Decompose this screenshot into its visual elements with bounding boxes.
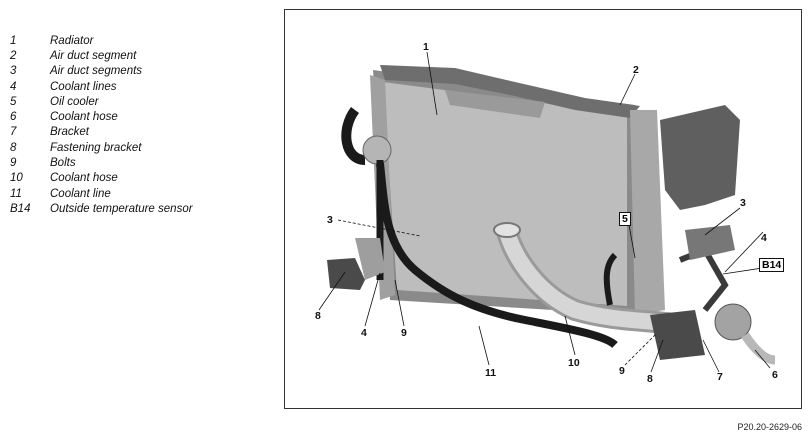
- callout-3-right: 3: [740, 197, 746, 209]
- callout-4-left: 4: [361, 327, 367, 339]
- leader-lines: [318, 51, 771, 373]
- legend-text: Coolant hose: [50, 172, 118, 185]
- legend-item: 4 Coolant lines: [10, 79, 193, 94]
- callout-4-right: 4: [761, 232, 767, 244]
- legend-number: B14: [10, 202, 31, 215]
- legend-item: 8 Fastening bracket: [10, 140, 193, 155]
- callout-5: 5: [619, 212, 631, 226]
- legend-text: Radiator: [50, 34, 94, 47]
- legend-item: 1 Radiator: [10, 33, 193, 48]
- legend-item: 2 Air duct segment: [10, 48, 193, 63]
- coolant-line-black: [373, 139, 618, 349]
- legend-item: 10 Coolant hose: [10, 171, 193, 186]
- legend-list: 1 Radiator 2 Air duct segment 3 Air duct se…: [10, 33, 193, 217]
- callout-6: 6: [772, 369, 778, 381]
- legend-item: 6 Coolant hose: [10, 109, 193, 124]
- oil-cooler-hose: [603, 252, 618, 306]
- legend-text: Bolts: [50, 157, 76, 170]
- hose-connector: [362, 135, 392, 165]
- callout-11: 11: [485, 367, 496, 379]
- legend-text: Coolant hose: [50, 111, 118, 124]
- callout-10: 10: [568, 357, 580, 369]
- legend-number: 11: [10, 187, 22, 200]
- legend-item: 11 Coolant line: [10, 186, 193, 201]
- legend-number: 7: [10, 126, 17, 139]
- legend-number: 10: [10, 172, 23, 185]
- callout-2: 2: [633, 64, 639, 76]
- coolant-pump-housing: [714, 303, 752, 341]
- legend-number: 4: [10, 80, 17, 93]
- legend-text: Air duct segments: [50, 65, 143, 78]
- callout-9-right: 9: [619, 365, 625, 377]
- callout-1: 1: [423, 41, 429, 53]
- callout-7: 7: [717, 371, 723, 383]
- coolant-lines-right: [678, 246, 729, 312]
- callout-9-left: 9: [401, 327, 407, 339]
- air-duct-segment-right: [685, 225, 735, 260]
- legend-text: Air duct segment: [50, 49, 137, 62]
- legend-text: Bracket: [50, 126, 89, 139]
- air-duct-segment: [380, 65, 640, 118]
- legend-number: 6: [10, 111, 17, 124]
- legend-number: 1: [10, 34, 17, 47]
- legend-item: 5 Oil cooler: [10, 94, 193, 109]
- legend-number: 5: [10, 95, 17, 108]
- air-duct-center: [445, 90, 545, 118]
- callout-b14: B14: [759, 258, 785, 272]
- air-duct-wing: [660, 105, 740, 210]
- legend-item: 7 Bracket: [10, 125, 193, 140]
- callout-8-right: 8: [647, 373, 653, 385]
- radiator-illustration: 1 2 3 3 8 4 9 11 10 9 8 7 6 4: [315, 41, 778, 385]
- figure-code: P20.20-2629-06: [737, 422, 802, 432]
- callout-3-left: 3: [327, 214, 333, 226]
- legend-text: Coolant line: [50, 187, 111, 200]
- fastening-bracket-right: [650, 310, 705, 360]
- fastening-bracket-left: [327, 258, 365, 290]
- legend-number: 2: [10, 49, 17, 62]
- legend-number: 3: [10, 65, 17, 78]
- radiator-core: [383, 82, 627, 306]
- figure-frame: 1 2 3 3 8 4 9 11 10 9 8 7 6 4 5 B14: [284, 9, 802, 409]
- legend-item: B14 Outside temperature sensor: [10, 201, 193, 216]
- legend-text: Oil cooler: [50, 95, 99, 108]
- callout-8-left: 8: [315, 310, 321, 322]
- bracket-mount-left: [355, 238, 385, 280]
- legend-number: 9: [10, 157, 17, 170]
- legend-number: 8: [10, 141, 17, 154]
- coolant-hose-right: [741, 332, 776, 365]
- upper-hose: [341, 107, 366, 165]
- legend-item: 3 Air duct segments: [10, 64, 193, 79]
- legend-item: 9 Bolts: [10, 155, 193, 170]
- legend-text: Outside temperature sensor: [50, 202, 193, 215]
- pipe-opening: [493, 222, 521, 238]
- legend-text: Coolant lines: [50, 80, 117, 93]
- side-tank: [630, 110, 665, 315]
- legend-text: Fastening bracket: [50, 141, 142, 154]
